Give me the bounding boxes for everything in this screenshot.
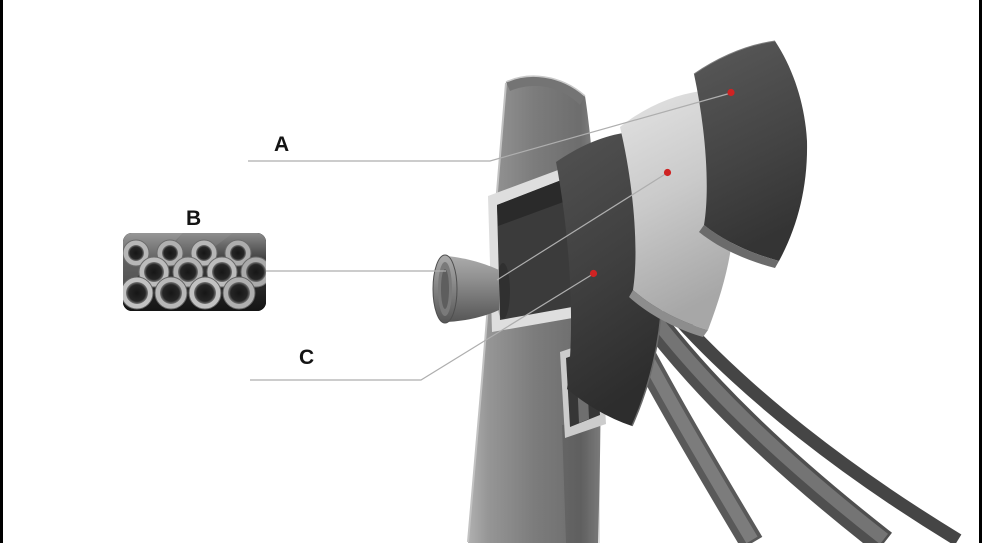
frame-edge-right xyxy=(979,0,982,543)
cover-panel-dark xyxy=(693,40,808,268)
callout-lines xyxy=(248,92,732,381)
callout-marker-b xyxy=(663,168,672,177)
frame-tube-3 xyxy=(657,295,962,543)
steel-tubes-photo xyxy=(123,233,266,311)
callout-marker-a xyxy=(727,88,735,97)
callout-label-a: A xyxy=(274,133,290,156)
callout-line-b-2 xyxy=(496,172,668,281)
callout-label-c: C xyxy=(299,346,315,369)
frame-edge-left xyxy=(0,0,3,543)
mount-knob xyxy=(432,254,510,324)
callout-line-a xyxy=(248,92,732,162)
pipe-stack xyxy=(123,233,266,311)
callout-markers xyxy=(589,88,735,278)
callout-line-c xyxy=(250,273,594,381)
callout-marker-c xyxy=(589,269,598,278)
callout-label-b: B xyxy=(186,207,202,230)
